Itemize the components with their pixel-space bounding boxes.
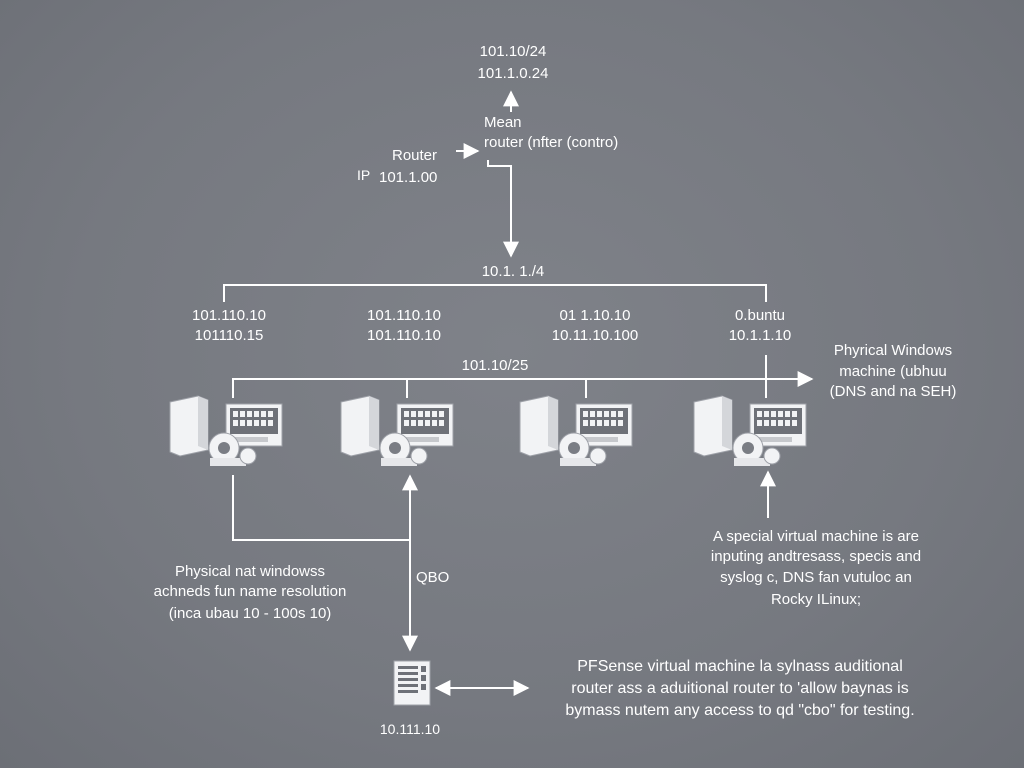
gear-icon (379, 432, 428, 466)
host-4-line1: 0.buntu (734, 307, 786, 324)
host-3-line2: 10.11.10.100 (551, 327, 639, 344)
mean-router-line2: router (nfter (contro) (484, 134, 619, 151)
gear-icon (558, 432, 607, 466)
mean-router-line1: Mean (484, 114, 522, 131)
server-tower-icon (519, 395, 559, 457)
node-2 (337, 392, 457, 468)
host-2-line1: 101.110.10 (367, 307, 441, 324)
special-vm-line4: Rocky ILinux; (770, 591, 862, 608)
host-1-line1: 101.110.10 (192, 307, 266, 324)
gear-icon (208, 432, 257, 466)
node-1 (166, 392, 286, 468)
physical-windows-line2: machine (ubhuu (839, 363, 947, 380)
host-2-line2: 101.110.10 (367, 327, 441, 344)
gear-icon (732, 432, 781, 466)
qbo-label: QBO (416, 569, 450, 586)
monitor-icon (225, 403, 283, 447)
physical-windows-line3: (DNS and na SEH) (829, 383, 957, 400)
host-4-line2: 10.1.1.10 (728, 327, 792, 344)
monitor-icon (749, 403, 807, 447)
document-server-icon (392, 659, 432, 707)
lan-label: 101.10/25 (461, 357, 529, 374)
left-router-ip-prefix: IP (357, 167, 371, 183)
server-tower-icon (693, 395, 733, 457)
server-tower-icon (169, 395, 209, 457)
special-vm-line3: syslog c, DNS fan vutuloc an (720, 569, 912, 586)
special-vm-line2: inputing andtresass, specis and (710, 548, 922, 565)
pfsense-note-line2: router ass a aduitional router to 'allow… (571, 680, 909, 697)
left-router-line2: 101.1.00 (379, 169, 438, 186)
left-note-line2: achneds fun name resolution (153, 583, 347, 600)
left-note-line1: Physical nat windowss (174, 563, 326, 580)
node-3 (516, 392, 636, 468)
left-router-line1: Router (392, 147, 438, 164)
top-subnet-line1: 101.10/24 (479, 43, 547, 60)
special-vm-line1: A special virtual machine is are (713, 528, 919, 545)
node-4 (690, 392, 810, 468)
bottom-server-ip: 10.111.10 (379, 721, 441, 737)
pfsense-note-line3: bymass nutem any access to qd "cbo" for … (565, 702, 915, 719)
host-3-line1: 01 1.10.10 (559, 307, 631, 324)
bus-label: 10.1. 1./4 (481, 263, 545, 280)
top-subnet-line2: 101.1.0.24 (477, 65, 549, 82)
pfsense-note-line1: PFSense virtual machine la sylnass audit… (577, 658, 903, 675)
left-note-line3: (inca ubau 10 - 100s 10) (168, 605, 332, 622)
server-tower-icon (340, 395, 380, 457)
host-1-line2: 101110.15 (194, 327, 264, 344)
physical-windows-line1: Phyrical Windows (833, 342, 953, 359)
